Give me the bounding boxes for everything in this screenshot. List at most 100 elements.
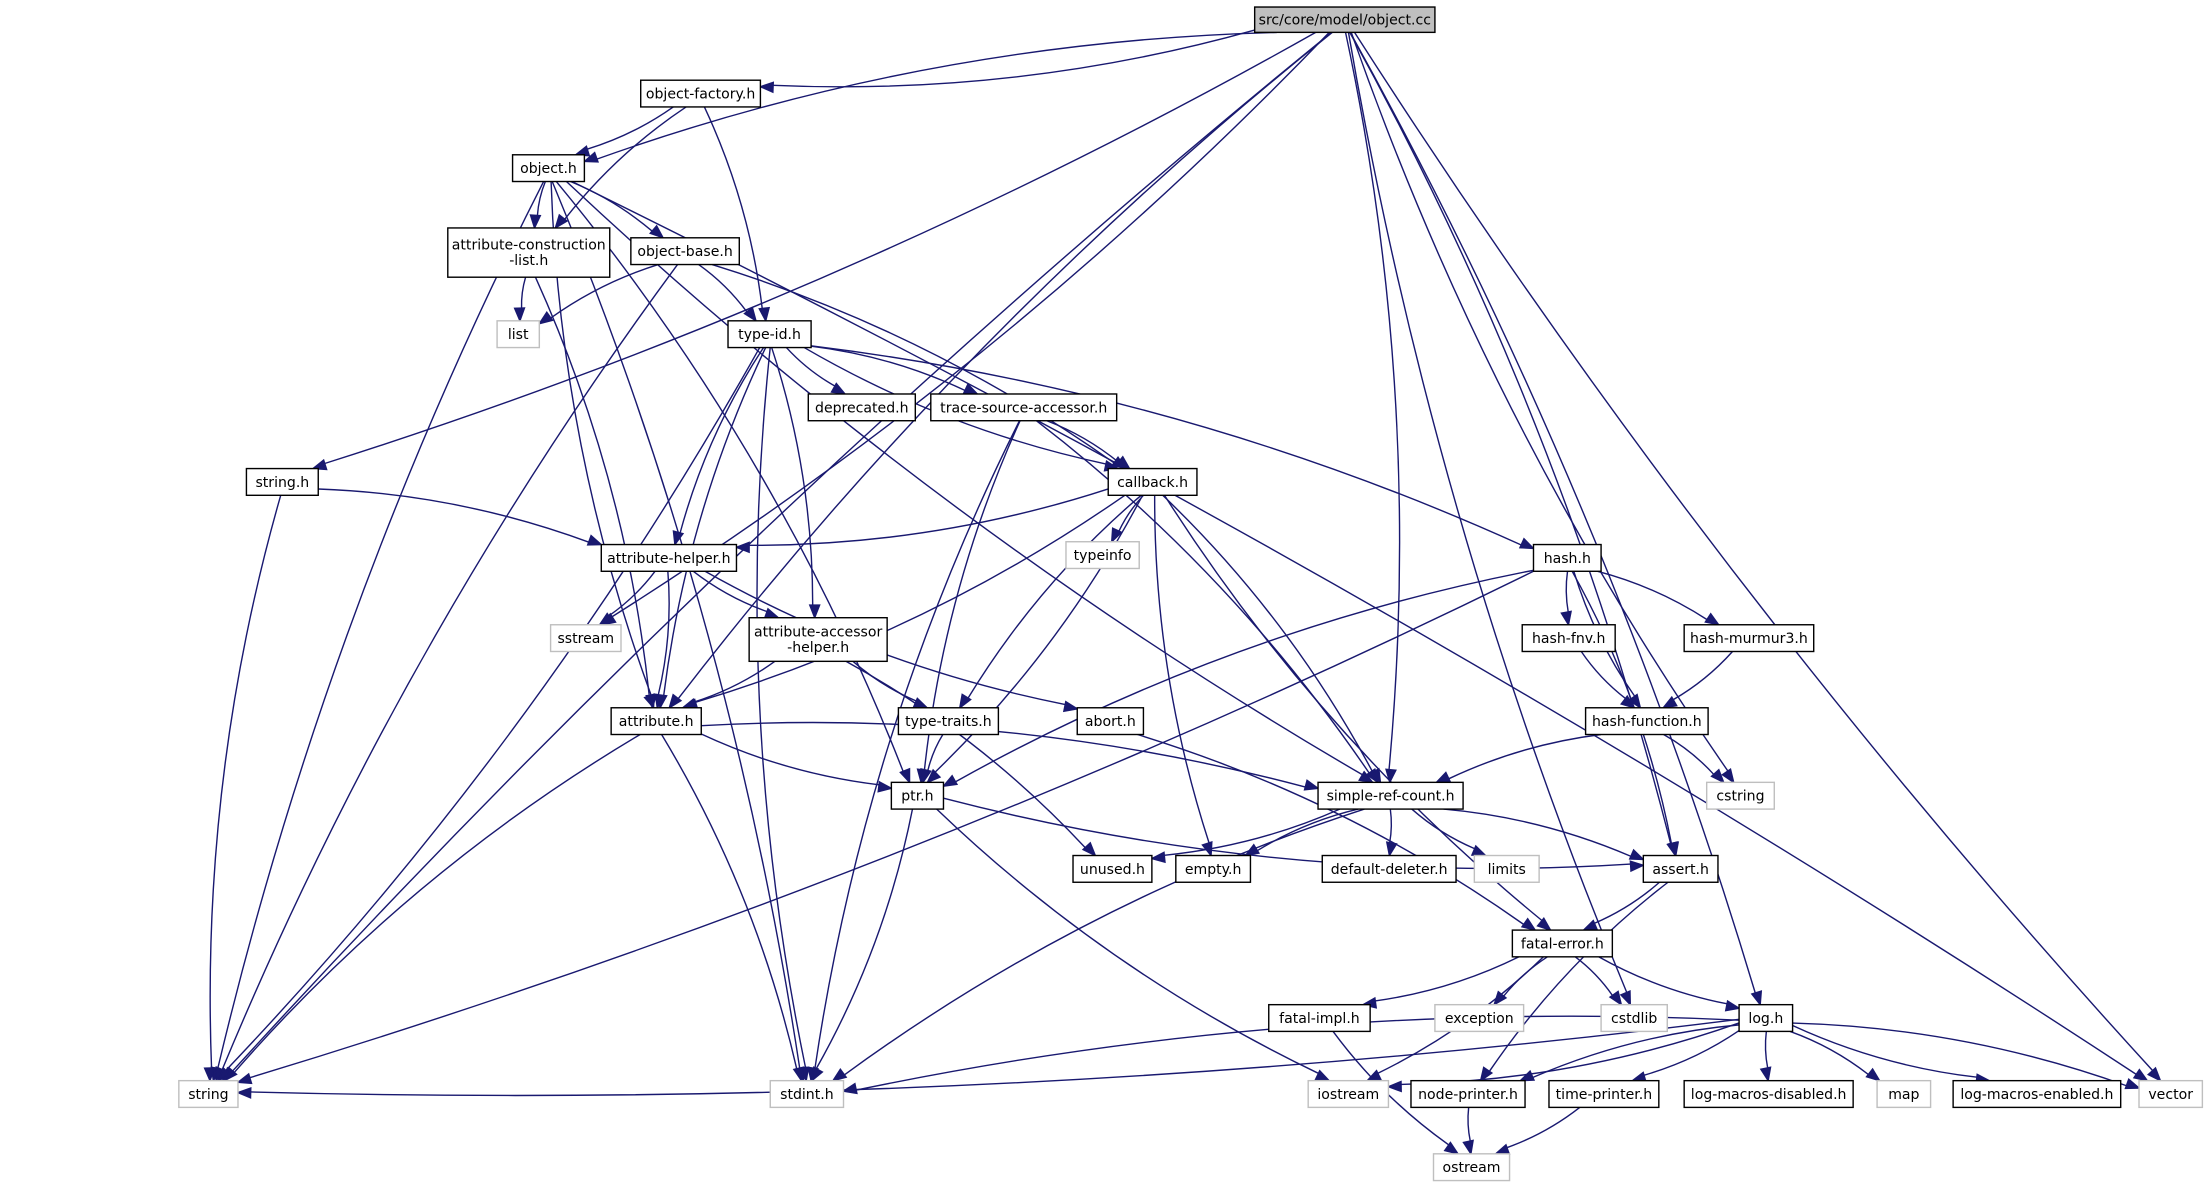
node-node-printer[interactable]: node-printer.h bbox=[1410, 1079, 1526, 1109]
edge-line bbox=[1488, 881, 1669, 1072]
node-string-h[interactable]: string.h bbox=[245, 467, 319, 497]
dependency-edge bbox=[1759, 1031, 1772, 1083]
arrowhead-icon bbox=[582, 151, 599, 163]
node-label: fatal-impl.h bbox=[1279, 1011, 1360, 1027]
node-hash-murmur3[interactable]: hash-murmur3.h bbox=[1683, 624, 1815, 653]
node-log[interactable]: log.h bbox=[1738, 1003, 1794, 1033]
edge-line bbox=[1344, 32, 1401, 770]
node-label: type-traits.h bbox=[905, 714, 992, 730]
dependency-edge bbox=[1149, 808, 1341, 864]
node-callback[interactable]: callback.h bbox=[1107, 467, 1198, 497]
arrowhead-icon bbox=[1710, 768, 1726, 784]
arrowhead-icon bbox=[831, 1067, 848, 1082]
edge-line bbox=[771, 347, 814, 606]
node-attr-helper[interactable]: attribute-helper.h bbox=[600, 543, 738, 572]
node-log-macros-disabled[interactable]: log-macros-disabled.h bbox=[1683, 1079, 1854, 1109]
node-deprecated[interactable]: deprecated.h bbox=[807, 393, 917, 422]
node-box bbox=[511, 154, 586, 183]
arrowhead-icon bbox=[1619, 990, 1632, 1007]
node-type-traits[interactable]: type-traits.h bbox=[897, 707, 1000, 736]
dependency-edge bbox=[810, 808, 914, 1083]
node-label: trace-source-accessor.h bbox=[940, 400, 1107, 416]
node-label: type-id.h bbox=[738, 327, 801, 343]
node-box bbox=[1683, 624, 1815, 653]
node-abort[interactable]: abort.h bbox=[1076, 707, 1145, 736]
node-label: cstdlib bbox=[1611, 1011, 1657, 1027]
arrowhead-icon bbox=[1115, 455, 1131, 470]
edge-line bbox=[701, 721, 1306, 788]
node-hash[interactable]: hash.h bbox=[1532, 543, 1602, 572]
arrowhead-icon bbox=[810, 1066, 824, 1083]
node-default-deleter[interactable]: default-deleter.h bbox=[1321, 854, 1457, 883]
node-attr-constr[interactable]: attribute-construction-list.h bbox=[447, 227, 611, 278]
edge-line bbox=[1164, 808, 1341, 856]
node-box bbox=[1321, 854, 1457, 883]
dependency-edge bbox=[941, 569, 1534, 788]
edge-line bbox=[1532, 1024, 1740, 1079]
dependency-edge bbox=[1560, 571, 1572, 627]
dependency-edge bbox=[1792, 1024, 1992, 1086]
node-object[interactable]: object.h bbox=[511, 154, 586, 183]
node-label: hash-murmur3.h bbox=[1690, 631, 1808, 647]
node-box bbox=[1705, 781, 1775, 810]
edges-layer bbox=[203, 29, 2162, 1156]
node-assert[interactable]: assert.h bbox=[1642, 854, 1719, 883]
arrowhead-icon bbox=[1704, 612, 1721, 626]
dependency-edge bbox=[958, 494, 1142, 710]
node-empty[interactable]: empty.h bbox=[1175, 854, 1252, 883]
edge-line bbox=[1565, 571, 1569, 613]
dependency-edge bbox=[1574, 956, 1623, 1007]
dependency-edge bbox=[661, 734, 805, 1083]
arrowhead-icon bbox=[1608, 990, 1623, 1007]
node-type-id[interactable]: type-id.h bbox=[727, 320, 812, 349]
arrowhead-icon bbox=[654, 693, 667, 710]
dependency-edge bbox=[1162, 494, 1382, 785]
node-box bbox=[1473, 854, 1540, 883]
arrowhead-icon bbox=[1434, 771, 1452, 784]
arrowhead-icon bbox=[1386, 1080, 1402, 1093]
dependency-edge bbox=[703, 106, 771, 323]
node-hash-function[interactable]: hash-function.h bbox=[1584, 707, 1709, 736]
edge-line bbox=[661, 734, 798, 1070]
node-object-base[interactable]: object-base.h bbox=[630, 237, 740, 266]
dependency-edge bbox=[210, 181, 545, 1083]
arrowhead-icon bbox=[1628, 848, 1646, 861]
node-time-printer[interactable]: time-printer.h bbox=[1548, 1079, 1660, 1109]
node-box bbox=[1432, 1153, 1511, 1182]
edge-line bbox=[785, 347, 836, 387]
node-label: -helper.h bbox=[787, 640, 849, 656]
arrowhead-icon bbox=[1581, 919, 1599, 931]
node-simple-ref[interactable]: simple-ref-count.h bbox=[1317, 781, 1464, 810]
arrowhead-icon bbox=[311, 458, 328, 471]
node-root[interactable]: src/core/model/object.cc bbox=[1253, 6, 1436, 34]
dependency-edge bbox=[1350, 32, 1735, 784]
node-label: sstream bbox=[557, 631, 614, 647]
node-box bbox=[1511, 929, 1614, 958]
node-log-macros-enabled[interactable]: log-macros-enabled.h bbox=[1952, 1079, 2122, 1109]
node-ptr[interactable]: ptr.h bbox=[890, 781, 945, 810]
edge-line bbox=[565, 181, 1363, 776]
edge-line bbox=[1137, 733, 1525, 926]
node-attribute[interactable]: attribute.h bbox=[610, 707, 702, 736]
node-label: attribute-accessor bbox=[754, 625, 882, 641]
edge-line bbox=[927, 734, 944, 771]
node-box bbox=[1065, 541, 1140, 570]
edge-line bbox=[692, 570, 768, 613]
arrowhead-icon bbox=[1865, 1067, 1882, 1082]
arrowhead-icon bbox=[236, 1072, 253, 1085]
arrowhead-icon bbox=[223, 1066, 238, 1083]
node-fatal-error[interactable]: fatal-error.h bbox=[1511, 929, 1614, 958]
arrowhead-icon bbox=[1479, 1066, 1494, 1083]
node-box bbox=[1107, 467, 1198, 497]
edge-line bbox=[1503, 956, 1548, 997]
node-unused[interactable]: unused.h bbox=[1072, 854, 1153, 883]
edge-line bbox=[225, 347, 761, 1071]
node-label: ostream bbox=[1443, 1160, 1501, 1176]
node-trace-src[interactable]: trace-source-accessor.h bbox=[930, 393, 1118, 422]
node-object-factory[interactable]: object-factory.h bbox=[640, 79, 762, 108]
node-string: string bbox=[178, 1079, 239, 1109]
edge-line bbox=[662, 347, 767, 696]
node-fatal-impl[interactable]: fatal-impl.h bbox=[1268, 1003, 1371, 1033]
node-hash-fnv[interactable]: hash-fnv.h bbox=[1521, 624, 1616, 653]
node-attr-acc-helper[interactable]: attribute-accessor-helper.h bbox=[748, 617, 888, 663]
